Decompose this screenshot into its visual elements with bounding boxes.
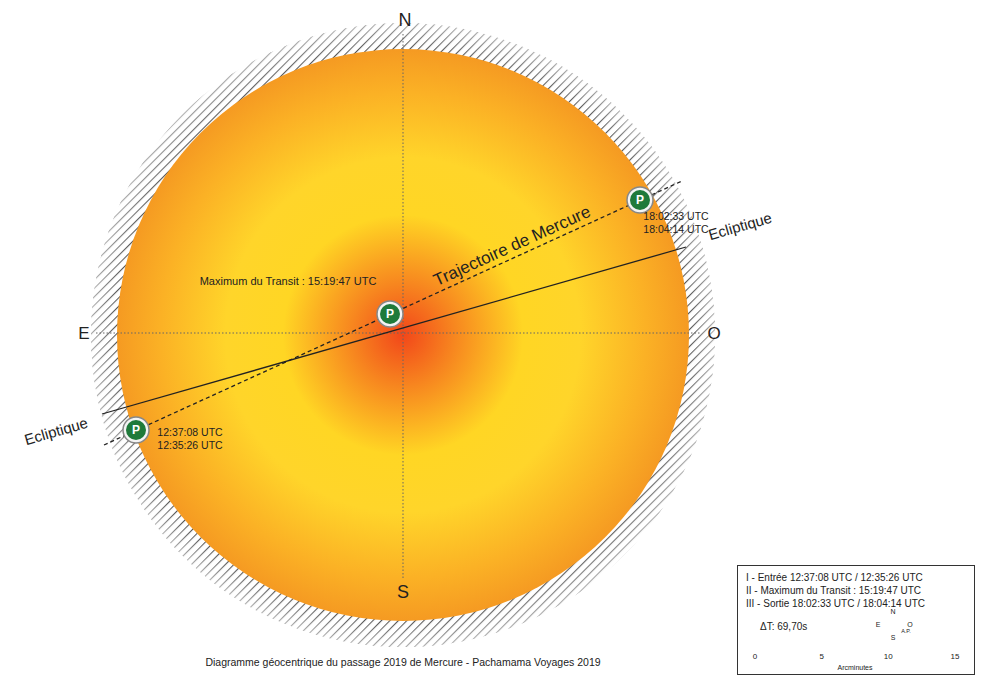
- sun-limb-fade: [91, 23, 715, 647]
- scale-number: 10: [884, 653, 893, 661]
- compass-label: O: [907, 621, 912, 628]
- compass-label: N: [890, 608, 895, 615]
- mercury-path: [104, 181, 682, 445]
- delta-t: ΔT: 69,70s: [760, 620, 966, 633]
- dot-letter: P: [386, 308, 394, 320]
- scale-number: 5: [819, 653, 823, 661]
- time-label: 12:35:26 UTC: [157, 440, 222, 451]
- legend-line: III - Sortie 18:02:33 UTC / 18:04:14 UTC: [746, 597, 966, 610]
- scale-number: 15: [951, 653, 960, 661]
- ecliptic-line: [102, 247, 686, 414]
- dot-letter: P: [132, 424, 140, 436]
- legend-line: II - Maximum du Transit : 15:19:47 UTC: [746, 584, 966, 597]
- mercury-dot: [123, 417, 149, 443]
- sun-limb-hatching: [91, 23, 715, 647]
- mercury-dot: [627, 187, 653, 213]
- time-label: Maximum du Transit : 15:19:47 UTC: [200, 276, 377, 287]
- compass-label: S: [397, 583, 409, 601]
- compass-label: E: [78, 325, 89, 342]
- legend-line: I - Entrée 12:37:08 UTC / 12:35:26 UTC: [746, 571, 966, 584]
- scale-number: 0: [753, 653, 757, 661]
- scale-title: Arcminutes: [837, 664, 872, 671]
- caption: Diagramme géocentrique du passage 2019 d…: [205, 657, 600, 668]
- north-south-axis: [403, 34, 404, 578]
- compass-label: S: [891, 634, 896, 641]
- compass-label: N: [399, 11, 412, 29]
- mercury-dot: [377, 301, 403, 327]
- compass-label: E: [876, 621, 881, 628]
- legend-box: I - Entrée 12:37:08 UTC / 12:35:26 UTCII…: [737, 565, 975, 675]
- time-label: 18:04:14 UTC: [643, 224, 708, 235]
- compass-label: O: [707, 325, 720, 342]
- compass-label: A.P.: [901, 629, 911, 635]
- ecliptic-label: Ecliptique: [707, 210, 774, 242]
- dot-letter: P: [636, 194, 644, 206]
- ecliptic-label: Ecliptique: [23, 415, 90, 447]
- east-west-axis: [96, 333, 700, 334]
- time-label: 18:02:33 UTC: [643, 211, 708, 222]
- time-label: 12:37:08 UTC: [157, 427, 222, 438]
